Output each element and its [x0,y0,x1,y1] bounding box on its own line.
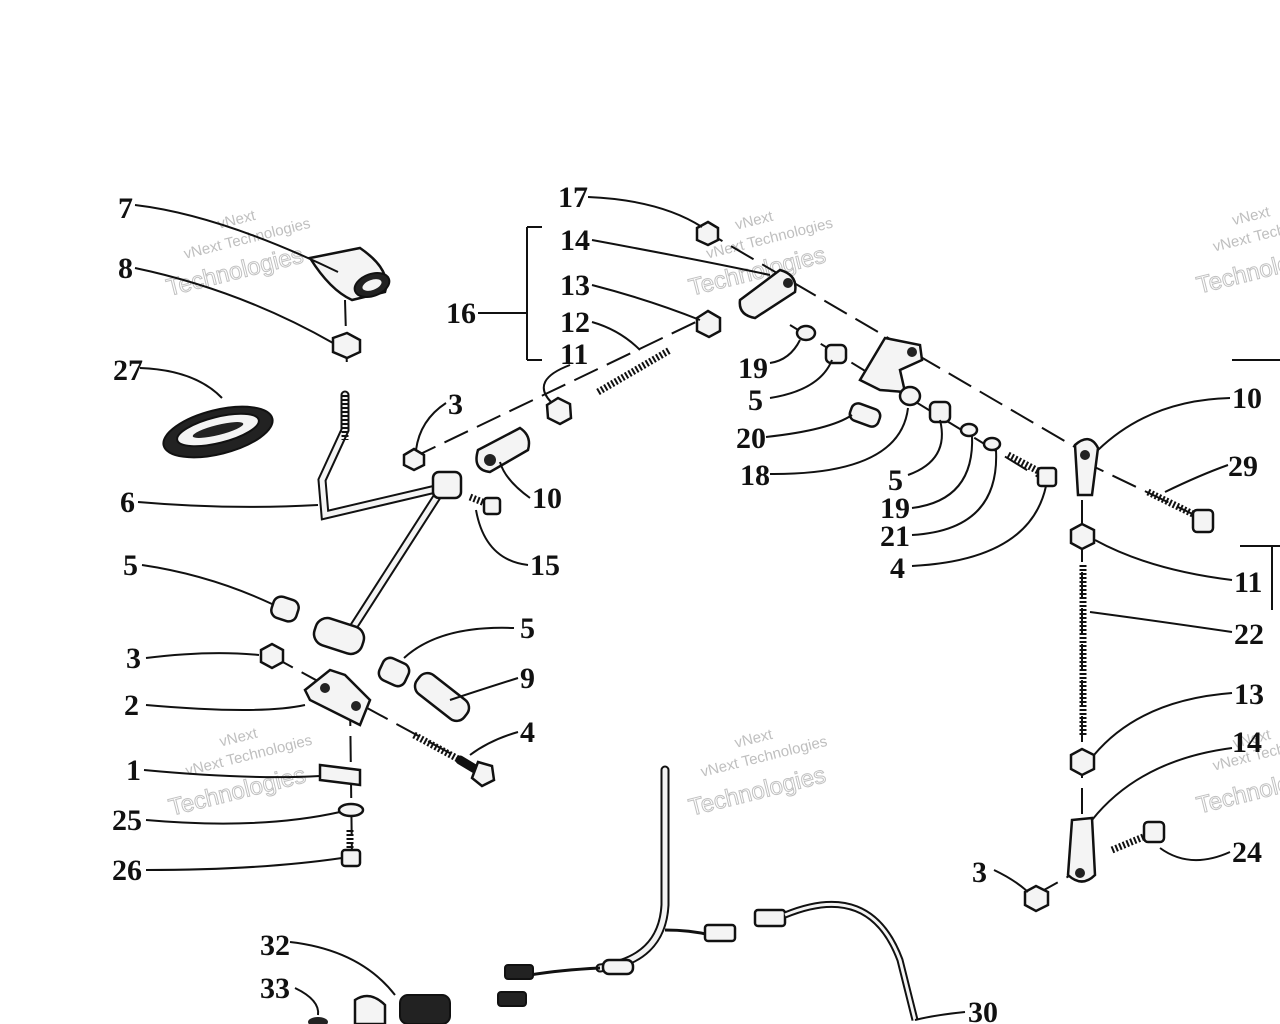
callout-21: 21 [880,520,910,553]
bolt-4-left [412,731,496,788]
pivot-bushing [270,595,471,723]
watermark-mid-center: vNext vNext Technologies Technologies [686,726,829,822]
pivot-bracket [303,668,372,787]
callout-6: 6 [120,486,135,519]
callout-4: 4 [520,716,535,749]
lockwasher-25 [337,802,365,818]
callout-26: 26 [112,854,142,887]
callout-3: 3 [972,856,987,889]
watermark-top-right: vNext vNext Technologies Technologies [1193,203,1280,300]
bracket-group-16 [526,226,542,361]
ignition-switch [308,994,451,1024]
hex-nut-3-left [259,642,285,670]
bolt-29 [1146,488,1215,534]
callout-11: 11 [560,338,588,371]
callout-3: 3 [126,642,141,675]
callout-22: 22 [1234,618,1264,651]
callout-5: 5 [888,464,903,497]
rod-end-10-right [1073,438,1100,497]
rod-end-10-left [402,426,531,516]
callout-numbers: 7 8 27 6 5 3 2 1 25 26 32 33 3 10 15 5 9… [112,181,1264,1024]
callout-11: 11 [1234,566,1262,599]
watermark-mid-left: vNext vNext Technologies Technologies [166,725,314,823]
callout-30: 30 [968,996,998,1024]
callout-5: 5 [520,612,535,645]
shift-knob [307,246,391,302]
callout-1: 1 [126,754,141,787]
group-bracket-right [1232,359,1280,610]
nut-13-right [1069,747,1096,777]
callout-10: 10 [532,482,562,515]
callout-4: 4 [890,552,905,585]
watermark-top-left: vNext vNext Technologies Technologies [163,207,312,303]
rod-end-14-right [1066,816,1097,883]
callout-29: 29 [1228,450,1258,483]
bolt-4-right [1006,451,1058,488]
shift-lever [317,390,463,645]
callout-17: 17 [558,181,588,214]
callout-16: 16 [446,297,476,330]
bolt-24 [1110,820,1166,854]
boot-grommet [162,405,274,459]
nut-3-right [1023,884,1050,913]
pivot-bracket-18 [858,336,924,407]
callout-15: 15 [530,549,560,582]
callout-13: 13 [1234,678,1264,711]
callout-5: 5 [123,549,138,582]
callout-14: 14 [1232,726,1262,759]
callout-13: 13 [560,269,590,302]
callout-8: 8 [118,252,133,285]
callout-19: 19 [880,492,910,525]
rod-end-14 [738,268,797,320]
leader-lines [134,196,1233,1021]
callout-9: 9 [520,662,535,695]
callout-5: 5 [748,384,763,417]
callout-18: 18 [740,459,770,492]
callout-12: 12 [560,306,590,339]
callout-10: 10 [1232,382,1262,415]
callout-32: 32 [260,929,290,962]
callout-25: 25 [112,804,142,837]
jam-nut [331,331,362,360]
callout-3: 3 [448,388,463,421]
bushings-5-19 [795,324,1002,452]
callout-7: 7 [118,192,133,225]
wiring-harness [497,765,919,1021]
bolt-26 [340,830,362,868]
callout-33: 33 [260,972,290,1005]
callout-14: 14 [560,224,590,257]
callout-19: 19 [738,352,768,385]
callout-27: 27 [113,354,143,387]
callout-20: 20 [736,422,766,455]
threaded-rod-12 [545,220,722,426]
callout-2: 2 [124,689,139,722]
callout-24: 24 [1232,836,1262,869]
nut-11-right [1069,522,1096,551]
